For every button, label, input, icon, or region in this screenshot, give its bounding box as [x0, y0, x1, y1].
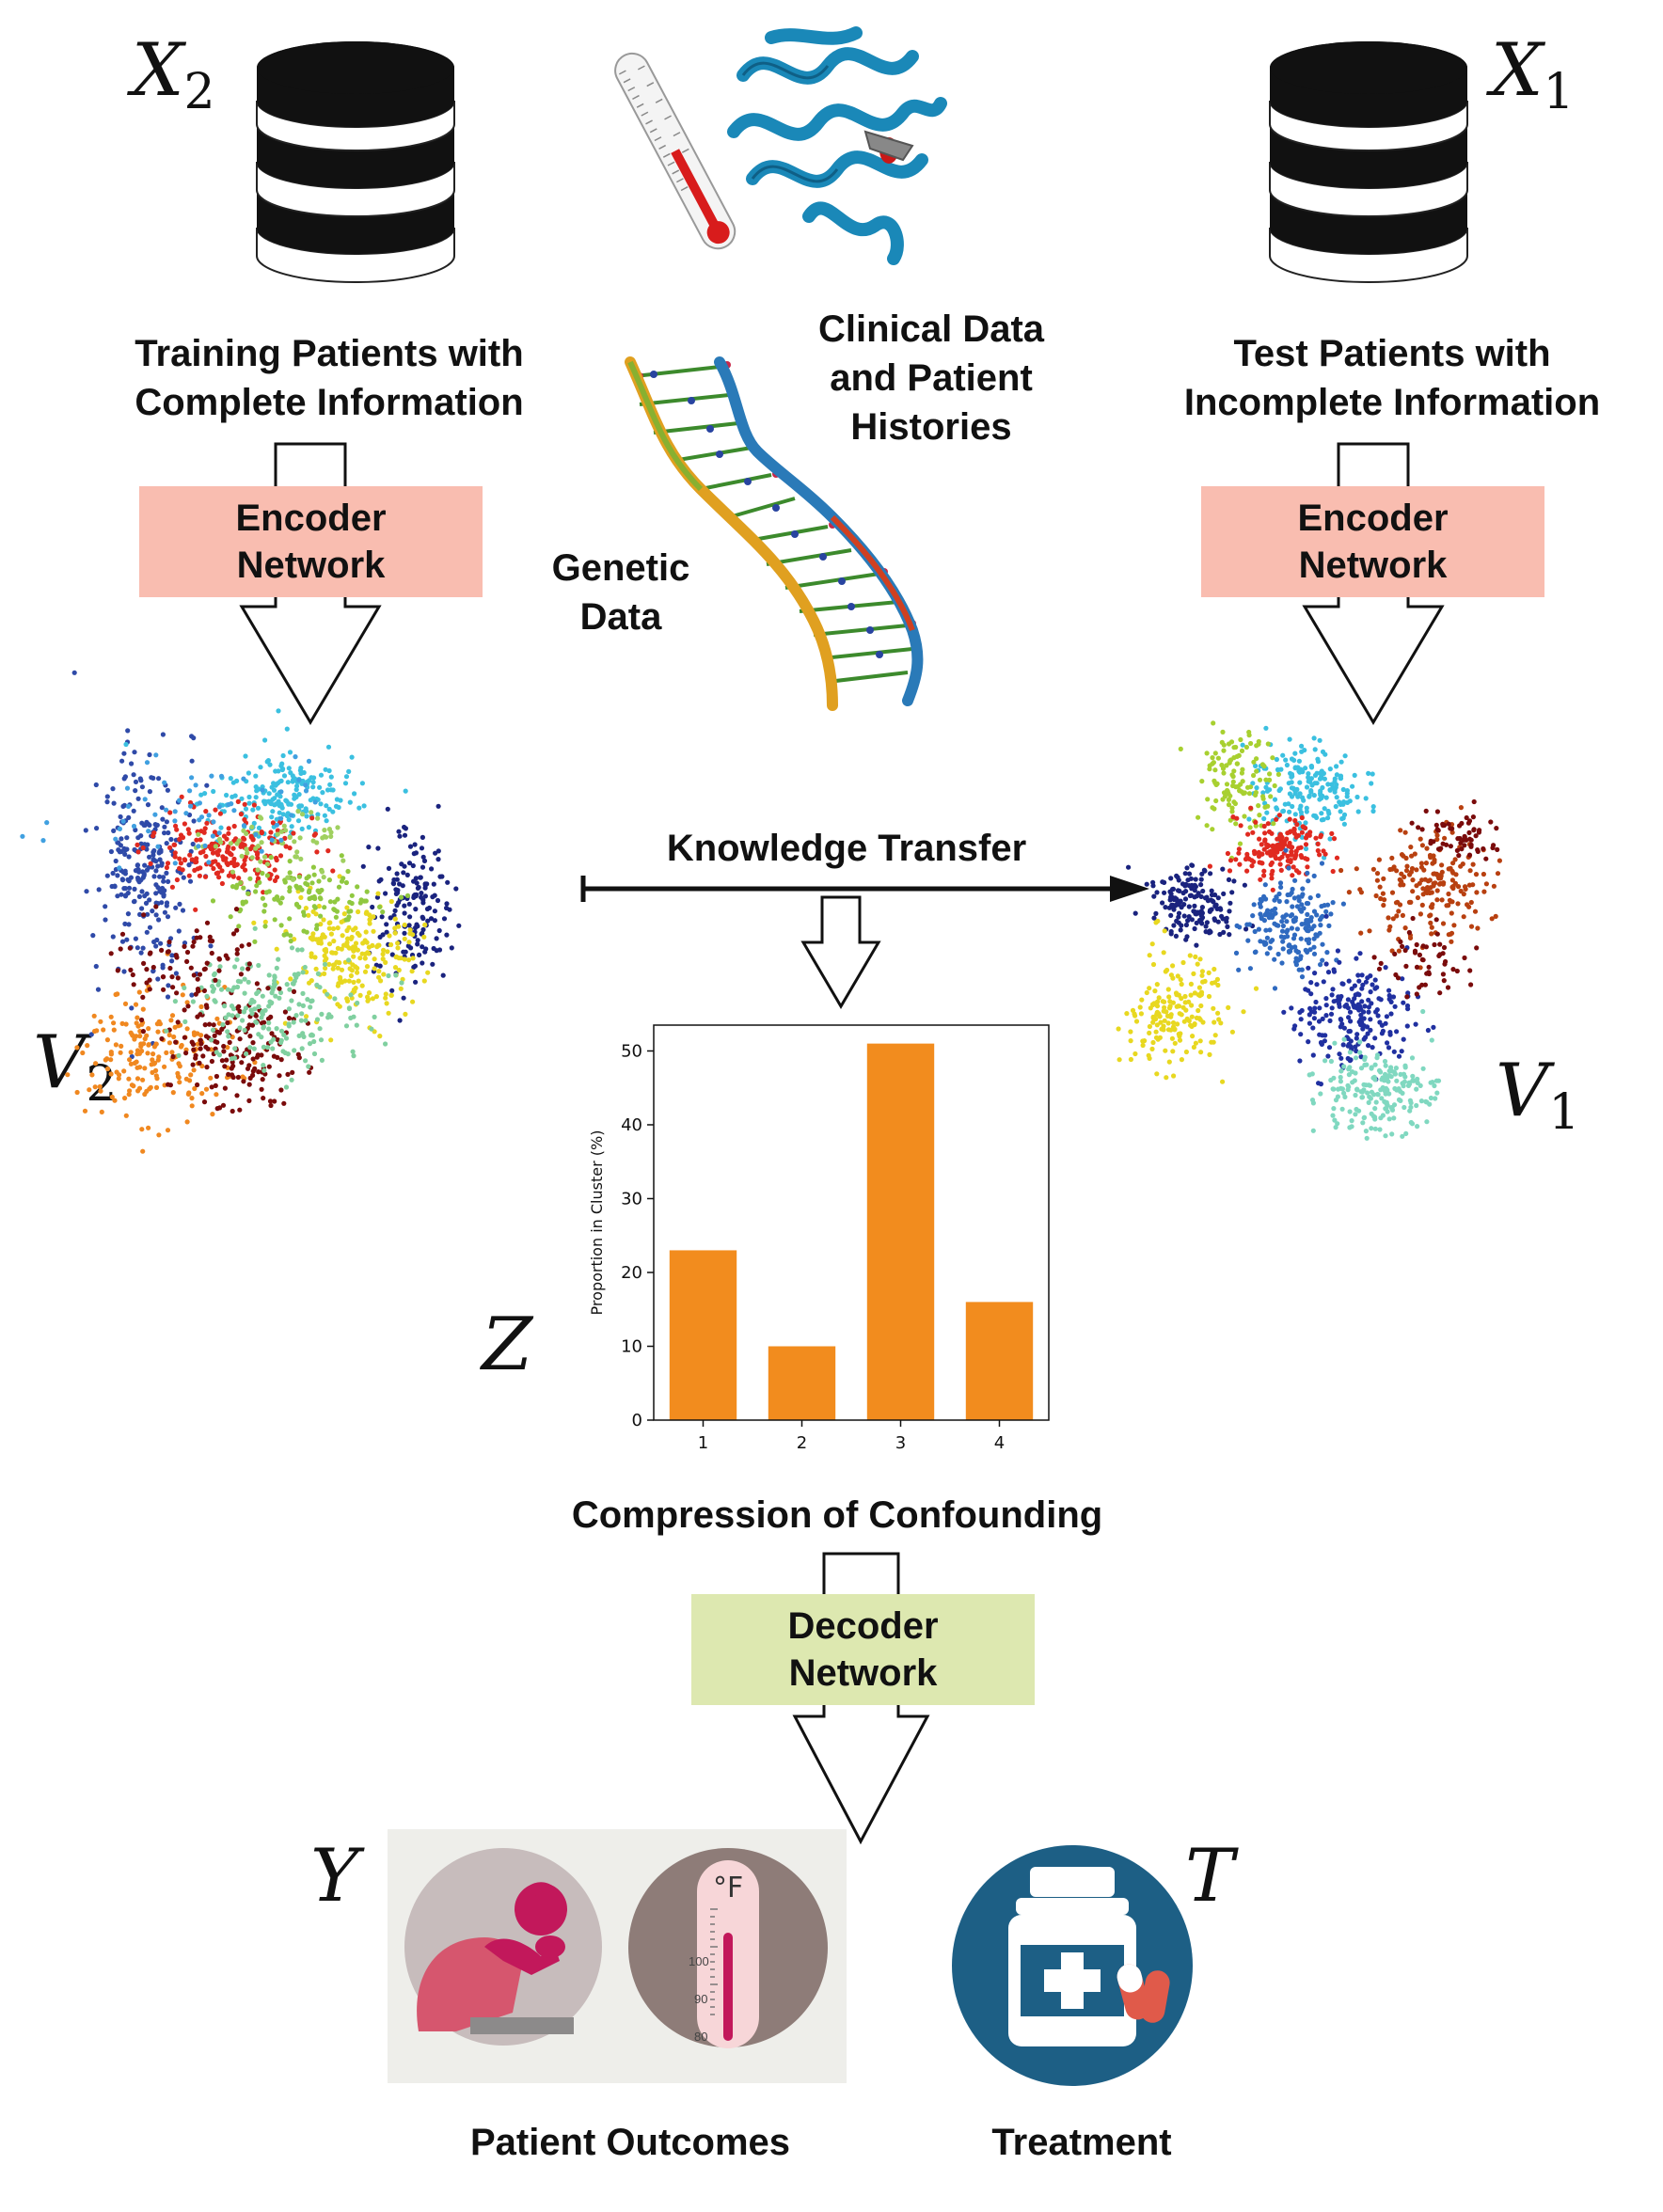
- plot-frame: [653, 1024, 1050, 1421]
- cluster-3: [135, 794, 336, 912]
- bar-2: [768, 1346, 836, 1420]
- cluster-14: [20, 752, 318, 871]
- z-variable: Z: [482, 1303, 533, 1387]
- y-tick-label: 30: [621, 1189, 642, 1209]
- test-database-icon: [1269, 41, 1468, 283]
- cluster-9: [65, 951, 268, 1154]
- thermometer-icon: [614, 52, 736, 250]
- x2-variable: X2: [132, 28, 215, 120]
- thermometer-tick-90: 90: [694, 1992, 708, 2006]
- cluster-7: [251, 874, 431, 1043]
- x-tick-label: 3: [895, 1433, 906, 1453]
- bar-3: [866, 1043, 935, 1420]
- x-tick-label: 2: [797, 1433, 807, 1453]
- y-tick-label: 50: [621, 1041, 642, 1061]
- cluster-8: [1281, 913, 1436, 1087]
- cluster-13: [193, 809, 346, 882]
- thermometer-tick-80: 80: [694, 2030, 708, 2044]
- knowledge-transfer-arrow: [580, 876, 1149, 902]
- x-tick-label: 4: [994, 1433, 1005, 1453]
- thermometer-unit-label: °F: [713, 1872, 744, 1904]
- cluster-2: [1178, 720, 1281, 861]
- v2-cluster-plot: [20, 670, 462, 1154]
- cluster-10: [140, 961, 314, 1114]
- distressed-patient-icon: [404, 1848, 602, 2046]
- cluster-5: [397, 1018, 403, 1023]
- cluster-7: [1116, 918, 1259, 1084]
- protein-structure-icon: [727, 26, 947, 265]
- cluster-1: [1240, 725, 1376, 861]
- knowledge-transfer-label: Knowledge Transfer: [666, 828, 1027, 869]
- thermometer-tick-100: 100: [689, 1954, 709, 1968]
- training-database-icon: [256, 41, 455, 283]
- cluster-11: [1371, 915, 1480, 1000]
- x1-variable: X1: [1491, 28, 1575, 120]
- transfer-down-arrow: [800, 895, 881, 1009]
- cluster-1: [71, 670, 251, 1060]
- t-variable: T: [1185, 1834, 1235, 1919]
- v1-variable: V1: [1496, 1049, 1580, 1141]
- fever-thermometer-icon: [628, 1848, 828, 2048]
- x-tick-label: 1: [698, 1433, 708, 1453]
- cluster-12: [108, 904, 282, 1045]
- cluster-5: [1233, 847, 1346, 991]
- compression-label: Compression of Confounding: [571, 1494, 1103, 1536]
- cluster-4: [1126, 862, 1256, 948]
- cluster-3: [1207, 805, 1340, 893]
- bar-1: [669, 1250, 737, 1420]
- v2-variable: V2: [33, 1020, 118, 1113]
- treatment-label: Treatment: [991, 2122, 1172, 2163]
- y-tick-label: 10: [621, 1336, 642, 1356]
- cluster-6: [1338, 805, 1502, 971]
- treatment-medicine-icon: [952, 1845, 1193, 2086]
- cluster-9: [1307, 1008, 1442, 1141]
- cluster-2: [123, 708, 408, 845]
- bar-4: [965, 1302, 1034, 1420]
- cluster-11: [164, 925, 404, 1090]
- dna-helix-icon: [625, 356, 924, 711]
- y-tick-label: 40: [621, 1115, 642, 1135]
- y-axis-label: Proportion in Cluster (%): [588, 1130, 606, 1316]
- patient-outcomes-label: Patient Outcomes: [469, 2122, 791, 2163]
- cluster-10: [1409, 798, 1500, 861]
- y-tick-label: 0: [632, 1411, 642, 1430]
- y-tick-label: 20: [621, 1263, 642, 1283]
- y-variable: Y: [310, 1834, 359, 1919]
- v1-cluster-plot: [1116, 720, 1502, 1141]
